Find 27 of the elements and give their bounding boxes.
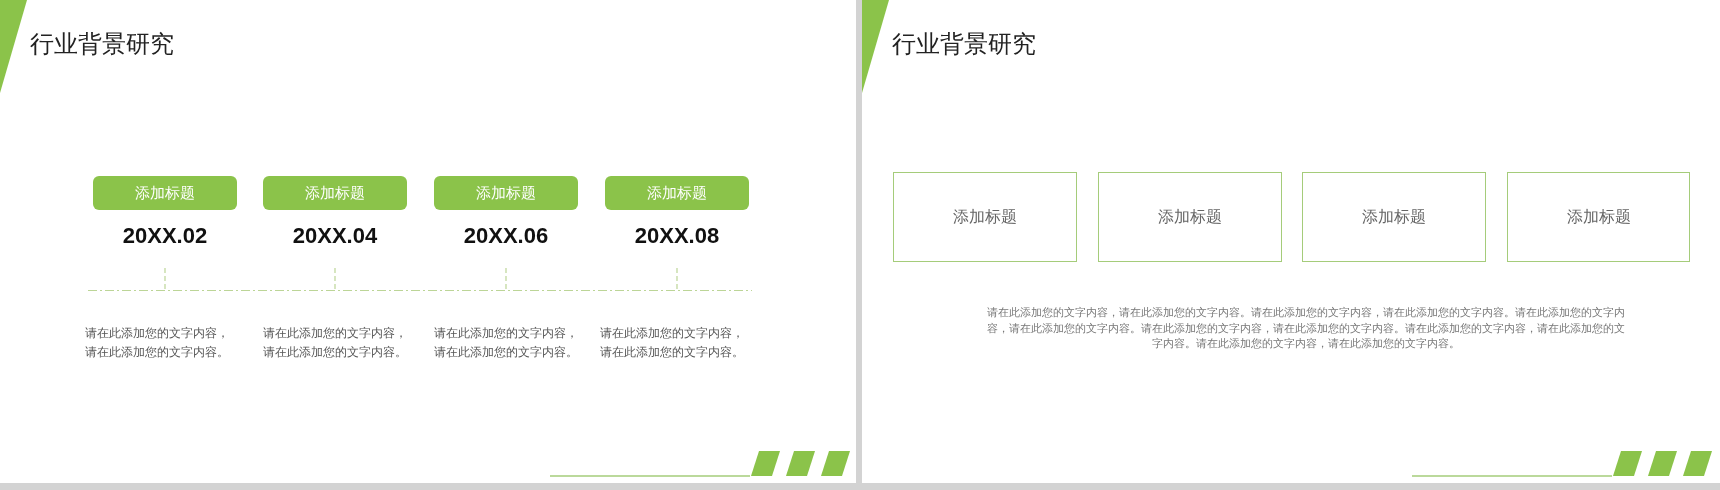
paragraph-text: 请在此添加您的文字内容，请在此添加您的文字内容。请在此添加您的文字内容，请在此添加您的文字内容。请在此添加您的文字内容，请在此添加您的文字内容。请在此添加您的文字内容，请在此添加您的文字内容。请在此添加您的文字内容，请在此添加您的文字内容。请在此添加您的文字内容，请在此添加您的文字内容。 (986, 305, 1625, 352)
title-box (893, 172, 1077, 262)
date-label: 20XX.08 (634, 224, 720, 249)
box-label: 添加标题 (1158, 207, 1222, 227)
box-label: 添加标题 (1362, 207, 1426, 227)
description-text: 请在此添加您的文字内容，请在此添加您的文字内容。 (85, 325, 230, 361)
box-label: 添加标题 (476, 184, 536, 202)
title-box (1098, 172, 1282, 262)
title-box (1302, 172, 1486, 262)
title-box (93, 176, 237, 210)
slide-title: 行业背景研究 (30, 31, 174, 59)
title-box (263, 176, 407, 210)
description-text: 请在此添加您的文字内容，请在此添加您的文字内容。 (434, 325, 579, 361)
title-box (1507, 172, 1690, 262)
box-label: 添加标题 (135, 184, 195, 202)
title-box (605, 176, 749, 210)
date-label: 20XX.02 (122, 224, 208, 249)
date-label: 20XX.06 (463, 224, 549, 249)
box-label: 添加标题 (305, 184, 365, 202)
slide-title: 行业背景研究 (892, 31, 1036, 59)
description-text: 请在此添加您的文字内容，请在此添加您的文字内容。 (600, 325, 745, 361)
date-label: 20XX.04 (292, 224, 378, 249)
box-label: 添加标题 (1566, 207, 1631, 227)
box-label: 添加标题 (647, 184, 707, 202)
title-box (434, 176, 578, 210)
description-text: 请在此添加您的文字内容，请在此添加您的文字内容。 (263, 325, 408, 361)
box-label: 添加标题 (953, 207, 1017, 227)
